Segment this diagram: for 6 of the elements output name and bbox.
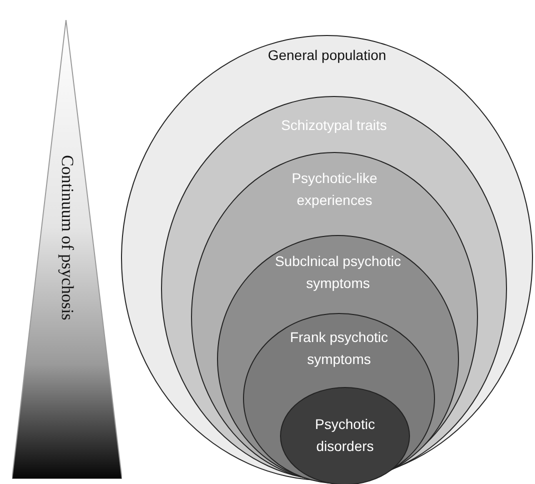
ellipse-label: General population xyxy=(266,46,388,65)
ellipse-label: Frank psychotic symptoms xyxy=(288,328,390,369)
ellipse-label: Psychotic disorders xyxy=(314,415,376,456)
triangle-label: Continuum of psychosis xyxy=(57,155,77,320)
ellipse-label: Psychotic-like experiences xyxy=(290,169,378,210)
ellipse-label: Subclnical psychotic symptoms xyxy=(274,252,402,293)
